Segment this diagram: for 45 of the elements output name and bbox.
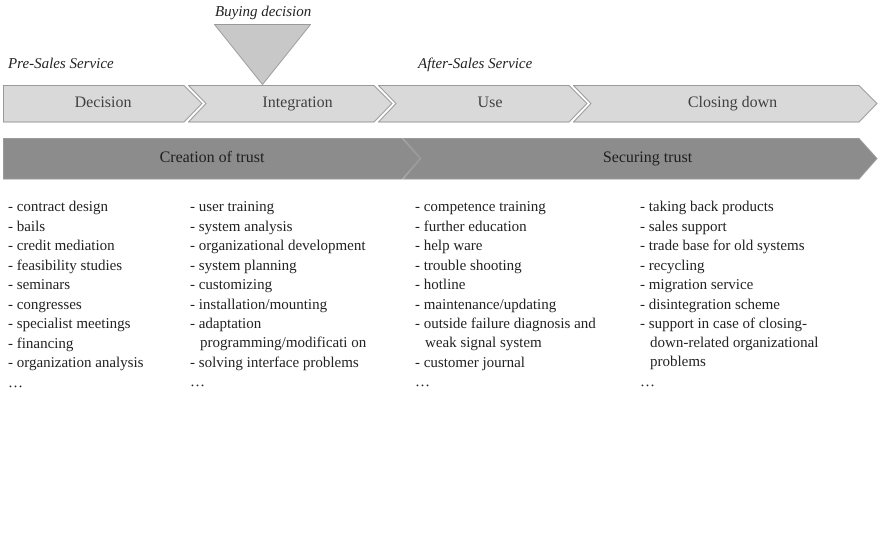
list-item: - specialist meetings xyxy=(8,315,132,334)
list-item: - support in case of closing-down-related organizational problems xyxy=(640,315,820,372)
list-item: - adaptation programming/modificati on xyxy=(190,315,368,353)
list-item: - credit mediation xyxy=(8,237,116,256)
stage-label: Use xyxy=(476,94,504,112)
ellipsis: … xyxy=(415,373,431,392)
list-item: - seminars xyxy=(8,276,72,295)
list-item: - financing xyxy=(8,334,74,354)
ellipsis: … xyxy=(8,374,24,392)
list-item: - system planning xyxy=(190,256,298,276)
list-item: - recycling xyxy=(640,256,706,276)
list-item: - help ware xyxy=(415,237,484,256)
section-heading: Pre-Sales Service xyxy=(8,55,114,74)
ellipsis: … xyxy=(190,373,206,392)
list-item: - system analysis xyxy=(190,218,294,236)
list-item: - competence training xyxy=(415,198,547,217)
stage-label: Securing trust xyxy=(602,149,694,167)
list-item: - outside failure diagnosis and weak signal system xyxy=(415,315,597,353)
list-item: - disintegration scheme xyxy=(640,296,781,314)
list-item: - contract design xyxy=(8,198,109,217)
list-item: - migration service xyxy=(640,276,754,295)
list-item: - trouble shooting xyxy=(415,256,523,276)
list-item: - user training xyxy=(190,198,276,217)
section-heading: After-Sales Service xyxy=(418,55,532,74)
list-item: - further education xyxy=(415,218,528,236)
list-item: - sales support xyxy=(640,218,728,236)
ellipsis: … xyxy=(640,372,656,392)
list-item: - maintenance/updating xyxy=(415,296,558,314)
stage-label: Closing down xyxy=(686,94,778,112)
list-item: - organization analysis xyxy=(8,354,145,373)
list-item: - congresses xyxy=(8,296,83,314)
stage-label: Decision xyxy=(74,94,132,112)
list-item: - installation/mounting xyxy=(190,296,328,314)
list-item: - hotline xyxy=(415,276,466,295)
list-item: - trade base for old systems xyxy=(640,237,806,256)
list-item: - customizing xyxy=(190,276,274,295)
list-item: - taking back products xyxy=(640,198,775,217)
stage-label: Creation of trust xyxy=(158,149,266,167)
stage-label: Integration xyxy=(261,94,334,112)
list-item: - customer journal xyxy=(415,354,526,372)
list-item: - organizational development xyxy=(190,237,366,256)
list-item: - feasibility studies xyxy=(8,256,124,276)
section-heading: Buying decision xyxy=(215,3,312,22)
list-item: - bails xyxy=(8,218,46,236)
list-item: - solving interface problems xyxy=(190,354,360,372)
